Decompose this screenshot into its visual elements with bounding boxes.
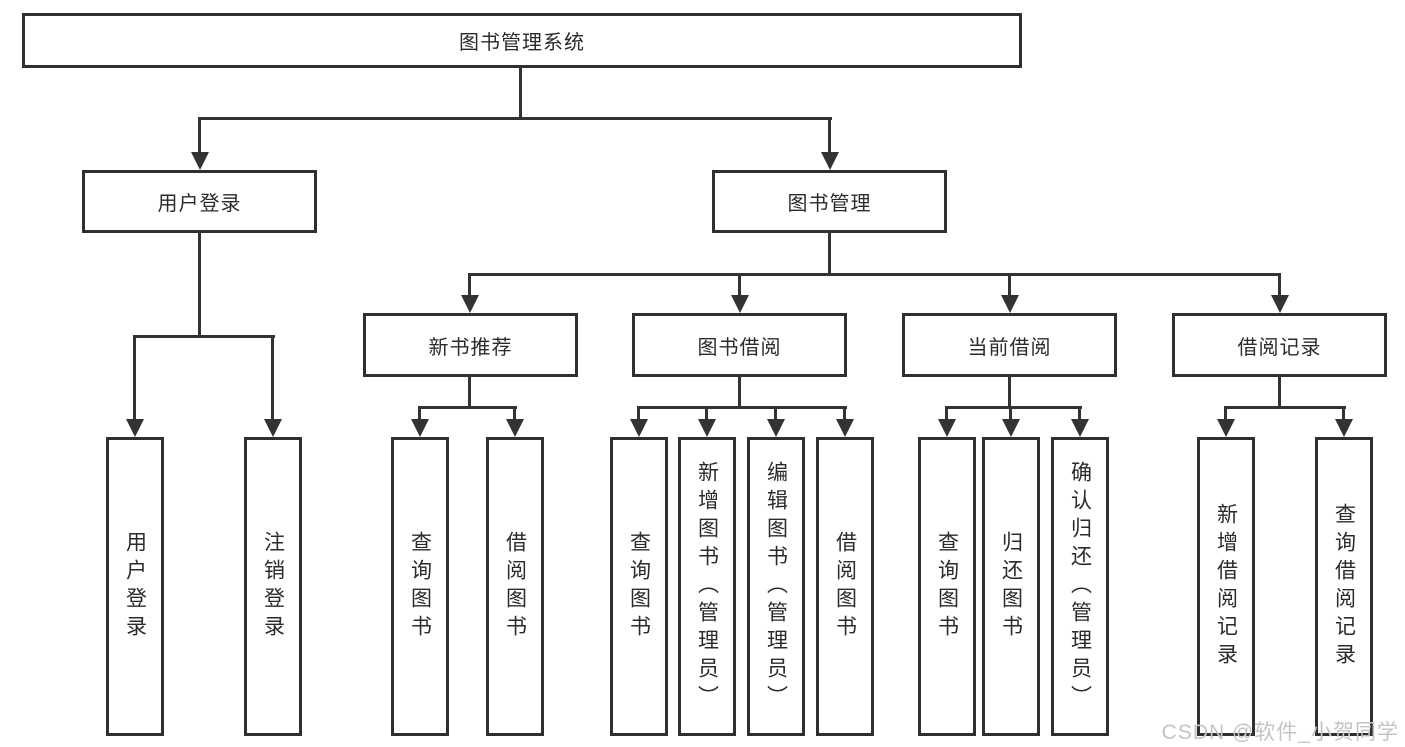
node-label: 图书管理系统 [459, 32, 585, 54]
leaf-newbooks-borrow-books: 借阅图书 [486, 437, 544, 736]
connector-line [133, 335, 136, 421]
node-book-borrowing: 图书借阅 [632, 313, 847, 377]
connector-line [637, 406, 640, 422]
node-label: 归还图书 [999, 530, 1023, 643]
connector-line [198, 117, 201, 154]
leaf-borrow-add-books-admin: 新增图书（管理员） [678, 437, 736, 736]
arrow-head-icon [1002, 419, 1020, 437]
node-borrow-records: 借阅记录 [1172, 313, 1387, 377]
node-label: 用户登录 [123, 530, 147, 643]
arrow-head-icon [264, 419, 282, 437]
node-label: 图书借阅 [697, 336, 782, 359]
leaf-logout: 注销登录 [244, 437, 302, 736]
arrow-head-icon [506, 419, 524, 437]
connector-line [468, 273, 1281, 276]
arrow-head-icon [411, 419, 429, 437]
node-label: 借阅图书 [503, 530, 527, 643]
node-label: 借阅记录 [1237, 336, 1322, 359]
csdn-watermark: CSDN @软件_小贺同学 [1161, 721, 1399, 744]
connector-line [198, 117, 832, 120]
connector-line [418, 406, 421, 422]
leaf-borrow-borrow-books: 借阅图书 [816, 437, 874, 736]
leaf-current-confirm-return-admin: 确认归还（管理员） [1051, 437, 1109, 736]
connector-line [1224, 406, 1346, 409]
arrow-head-icon [1271, 295, 1289, 313]
node-label: 注销登录 [261, 530, 285, 643]
arrow-head-icon [1217, 419, 1235, 437]
leaf-borrow-query-books: 查询图书 [610, 437, 668, 736]
connector-line [945, 406, 948, 422]
leaf-records-add-record: 新增借阅记录 [1197, 437, 1255, 736]
leaf-user-login: 用户登录 [106, 437, 164, 736]
connector-line [774, 406, 777, 422]
node-label: 查询图书 [627, 530, 651, 643]
arrow-head-icon [938, 419, 956, 437]
connector-line [133, 335, 275, 338]
connector-line [468, 377, 471, 408]
connector-line [843, 406, 846, 422]
leaf-current-return-books: 归还图书 [982, 437, 1040, 736]
arrow-head-icon [767, 419, 785, 437]
node-label: 查询图书 [408, 530, 432, 643]
connector-line [945, 406, 1082, 409]
node-new-book-recommend: 新书推荐 [363, 313, 578, 377]
connector-line [468, 273, 471, 297]
connector-line [513, 406, 516, 422]
arrow-head-icon [1001, 295, 1019, 313]
node-label: 新增图书（管理员） [695, 460, 719, 713]
arrow-head-icon [821, 152, 839, 170]
connector-line [271, 335, 274, 421]
leaf-current-query-books: 查询图书 [918, 437, 976, 736]
connector-line [1278, 273, 1281, 297]
node-current-borrowing: 当前借阅 [902, 313, 1117, 377]
connector-line [418, 406, 517, 409]
node-label: 编辑图书（管理员） [764, 460, 788, 713]
node-label: 图书管理 [787, 193, 872, 215]
node-label: 用户登录 [157, 193, 242, 215]
node-label: 确认归还（管理员） [1068, 460, 1092, 713]
connector-line [1278, 377, 1281, 408]
arrow-head-icon [1071, 419, 1089, 437]
connector-line [1008, 377, 1011, 408]
connector-line [1009, 406, 1012, 422]
connector-line [198, 233, 201, 337]
node-label: 查询图书 [935, 530, 959, 643]
node-library-system: 图书管理系统 [22, 13, 1022, 68]
connector-line [1008, 273, 1011, 297]
connector-line [828, 117, 831, 154]
node-label: 当前借阅 [967, 336, 1052, 359]
node-label: 借阅图书 [833, 530, 857, 643]
arrow-head-icon [126, 419, 144, 437]
connector-line [519, 68, 522, 119]
leaf-newbooks-query-books: 查询图书 [391, 437, 449, 736]
connector-line [1224, 406, 1227, 422]
arrow-head-icon [461, 295, 479, 313]
arrow-head-icon [191, 152, 209, 170]
arrow-head-icon [698, 419, 716, 437]
connector-line [738, 273, 741, 297]
connector-line [1342, 406, 1345, 422]
connector-line [828, 233, 831, 275]
arrow-head-icon [731, 295, 749, 313]
arrow-head-icon [836, 419, 854, 437]
node-book-management: 图书管理 [712, 170, 947, 233]
node-label: 新增借阅记录 [1214, 502, 1238, 671]
node-label: 查询借阅记录 [1332, 502, 1356, 671]
arrow-head-icon [1335, 419, 1353, 437]
connector-line [1078, 406, 1081, 422]
node-label: 新书推荐 [428, 336, 513, 359]
node-user-login: 用户登录 [82, 170, 317, 233]
leaf-records-query-record: 查询借阅记录 [1315, 437, 1373, 736]
connector-line [738, 377, 741, 408]
connector-line [705, 406, 708, 422]
connector-line [637, 406, 847, 409]
arrow-head-icon [630, 419, 648, 437]
leaf-borrow-edit-books-admin: 编辑图书（管理员） [747, 437, 805, 736]
